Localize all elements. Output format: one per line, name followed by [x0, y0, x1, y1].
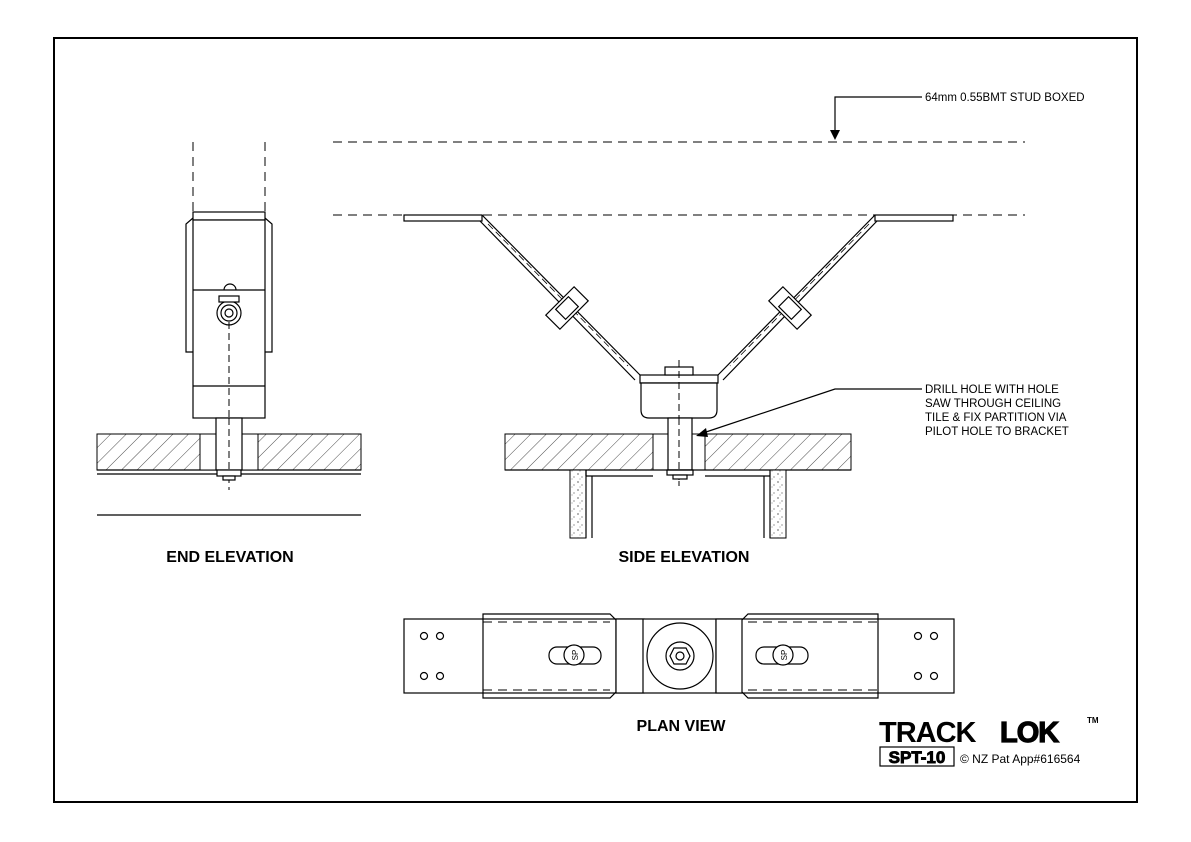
stud-callout: 64mm 0.55BMT STUD BOXED [830, 92, 1085, 140]
side-elevation-view [333, 141, 1025, 539]
stud-note: 64mm 0.55BMT STUD BOXED [925, 92, 1085, 104]
drill-callout: DRILL HOLE WITH HOLE SAW THROUGH CEILING… [696, 384, 1069, 438]
plan-view: SP SP [403, 613, 955, 699]
patent-note: © NZ Pat App#616564 [960, 752, 1081, 766]
bolt-marking-right: SP [780, 650, 789, 661]
bolt-marking-left: SP [571, 650, 580, 661]
end-elevation-view [96, 142, 362, 516]
brand-trademark: TM [1087, 716, 1099, 725]
side-elevation-title: SIDE ELEVATION [619, 549, 750, 566]
drill-note-line-2: SAW THROUGH CEILING [925, 398, 1061, 410]
drill-note-line-1: DRILL HOLE WITH HOLE [925, 384, 1059, 396]
drill-note-line-3: TILE & FIX PARTITION VIA [925, 412, 1067, 424]
brand-name-lok: LOK [1000, 717, 1059, 749]
sheet-border [53, 37, 1138, 803]
drill-note-line-4: PILOT HOLE TO BRACKET [925, 426, 1069, 438]
brand-model: SPT-10 [889, 748, 946, 767]
brand-name-track: TRACK [879, 717, 977, 749]
plan-view-title: PLAN VIEW [637, 718, 727, 735]
end-elevation-title: END ELEVATION [166, 549, 293, 566]
brand-logo: TRACK LOK TM SPT-10 © NZ Pat App#616564 [879, 716, 1099, 767]
